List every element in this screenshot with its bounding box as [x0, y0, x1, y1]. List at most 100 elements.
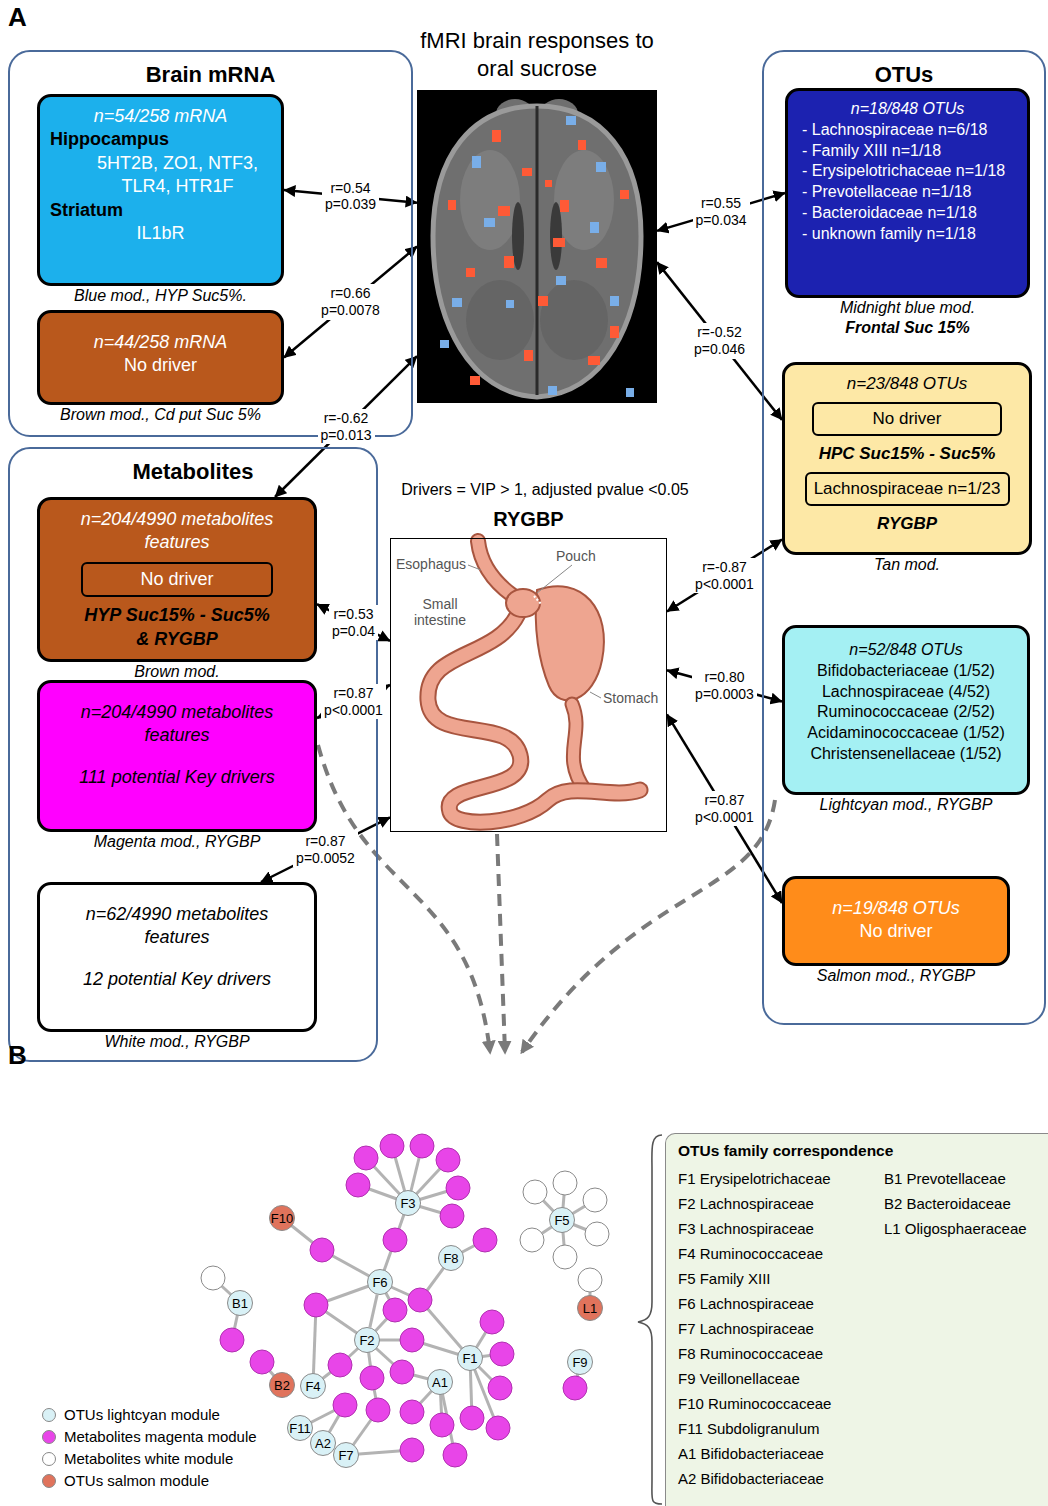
otu-node: F6 — [367, 1269, 393, 1295]
box-text: n=54/258 mRNA — [50, 105, 271, 128]
gastric-bypass-illustration-part — [590, 692, 601, 698]
dashed-arrow — [318, 745, 775, 1052]
brain-scan-part-part — [452, 298, 462, 307]
edge-label: r=0.87 p<0.0001 — [321, 684, 386, 720]
module-box: n=204/4990 metabolites features111 poten… — [37, 680, 317, 832]
metabolite-dot — [220, 1134, 587, 1467]
box-text: n=18/848 OTUs — [798, 99, 1017, 120]
metabolite-dot-part — [383, 1228, 407, 1252]
brain-scan-part-part — [548, 386, 557, 395]
box-text: - Bacteroidaceae n=1/18 — [798, 203, 1017, 224]
driver-box: No driver — [812, 402, 1002, 436]
otu-node: F9 — [567, 1349, 593, 1375]
otu-node: A1 — [427, 1369, 453, 1395]
brain-image-frame: fMRI brain responses to oral sucrose — [417, 90, 657, 403]
box-text: F9 Veillonellaceae — [678, 1366, 884, 1391]
metabolite-dot-part — [490, 1342, 514, 1366]
box-text: F5 — [554, 1214, 569, 1227]
box-text: F6 — [372, 1276, 387, 1289]
gastric-bypass-illustration — [428, 541, 640, 822]
gastric-bypass-illustration-part — [534, 596, 541, 604]
otu-node: F7 — [333, 1442, 359, 1468]
box-text: F2 Lachnospiraceae — [678, 1191, 884, 1216]
box-text: F7 Lachnospiraceae — [678, 1316, 884, 1341]
box-text: n=23/848 OTUs — [795, 373, 1019, 395]
brain-scan-part — [554, 150, 614, 250]
brain-scan-part-part — [553, 238, 565, 247]
dashed-arrow-part — [318, 745, 490, 1052]
brain-scan-part — [433, 106, 641, 397]
metabolite-dot-part — [304, 1293, 328, 1317]
box-text: - Erysipelotrichaceae n=1/18 — [798, 161, 1017, 182]
brain-scan-part-part — [538, 296, 548, 306]
brain-scan-part-part — [626, 388, 634, 397]
box-text: No driver — [795, 920, 997, 943]
box-text: F1 — [462, 1352, 477, 1365]
box-text: - Lachnospiraceae n=6/18 — [798, 120, 1017, 141]
box-text: RYGBP — [795, 513, 1019, 535]
metabolite-dot-part — [488, 1376, 512, 1400]
edge-label: r=-0.62 p=0.013 — [318, 409, 375, 445]
curly-brace — [638, 1135, 662, 1504]
caption-wrap: White mod., RYGBP — [10, 1032, 344, 1052]
metabolite-dot-part — [390, 1360, 414, 1384]
brain-scan-part-part — [522, 168, 532, 176]
box-text: No driver — [89, 568, 265, 591]
part-name: Esophagus — [396, 556, 466, 572]
curly-brace-part — [638, 1135, 662, 1504]
caption-wrap: Brown mod. — [10, 662, 344, 682]
metabolite-dot-part — [408, 1288, 432, 1312]
brain-scan-part — [536, 106, 539, 395]
brain-scan-part-part — [472, 156, 481, 168]
box-text: B2 Bacteroidaceae — [884, 1191, 1044, 1216]
caption-wrap: Tan mod. — [755, 555, 1048, 575]
box-text: Blue mod., HYP Suc5%. — [10, 286, 311, 306]
box-text: F8 Ruminococcaceae — [678, 1341, 884, 1366]
gastric-bypass-illustration-part — [478, 541, 512, 595]
otu-node: F2 — [354, 1327, 380, 1353]
driver-box: No driver — [81, 562, 273, 597]
connector — [370, 1295, 377, 1328]
brain-scan-part-part — [556, 276, 566, 285]
brain-scan-part-part — [492, 130, 501, 142]
otu-node: B1 — [227, 1290, 253, 1316]
brain-scan-part-part — [596, 162, 606, 172]
module-box: n=62/4990 metabolites features12 potenti… — [37, 882, 317, 1032]
box-text: Lachnospiraceae (4/52) — [795, 682, 1017, 703]
box-text: F3 — [400, 1197, 415, 1210]
box-text: F2 — [359, 1334, 374, 1347]
edge-label: r=0.80 p=0.0003 — [692, 668, 757, 704]
box-text: n=52/848 OTUs — [795, 640, 1017, 661]
dashed-arrow-part — [522, 800, 775, 1052]
edge-label: r=0.87 p<0.0001 — [692, 791, 757, 827]
metabolite-dot-part — [333, 1393, 357, 1417]
network-link — [213, 1146, 597, 1455]
otu-node: L1 — [577, 1295, 603, 1321]
box-text: L1 Oligosphaeraceae — [884, 1216, 1044, 1241]
connector — [317, 604, 390, 641]
box-text: Tan mod. — [755, 555, 1048, 575]
otu-node: B2 — [269, 1372, 295, 1398]
illustration-frame: RYGBP — [390, 538, 667, 832]
box-text: n=19/848 OTUs — [795, 897, 997, 920]
brain-scan-part-part — [484, 218, 495, 227]
box-text: - unknown family n=1/18 — [798, 224, 1017, 245]
otu-node: F8 — [438, 1245, 464, 1271]
brain-scan-part-part — [610, 296, 619, 306]
box-text: B2 — [274, 1379, 290, 1392]
gastric-bypass-illustration-part — [536, 586, 604, 700]
metabolite-white-dot-part — [578, 1268, 602, 1292]
column-wrap: F1 ErysipelotrichaceaeF2 Lachnospiraceae… — [678, 1166, 1048, 1491]
part-name: Pouch — [556, 548, 596, 564]
gastric-bypass-illustration-part — [537, 565, 572, 593]
metabolite-dot-part — [400, 1328, 424, 1352]
legend-row: OTUs lightcyan module — [42, 1406, 220, 1423]
box-text: B1 — [232, 1297, 248, 1310]
box-text: IL1bR — [50, 222, 271, 245]
box-text: n=62/4990 metabolites features — [50, 903, 304, 950]
otu-node: F10 — [269, 1205, 295, 1231]
metabolite-dot-part — [480, 1310, 504, 1334]
brain-scan-part-part — [506, 300, 514, 308]
gastric-bypass-illustration-part — [572, 704, 585, 790]
group-heading: OTUs — [764, 52, 1044, 88]
